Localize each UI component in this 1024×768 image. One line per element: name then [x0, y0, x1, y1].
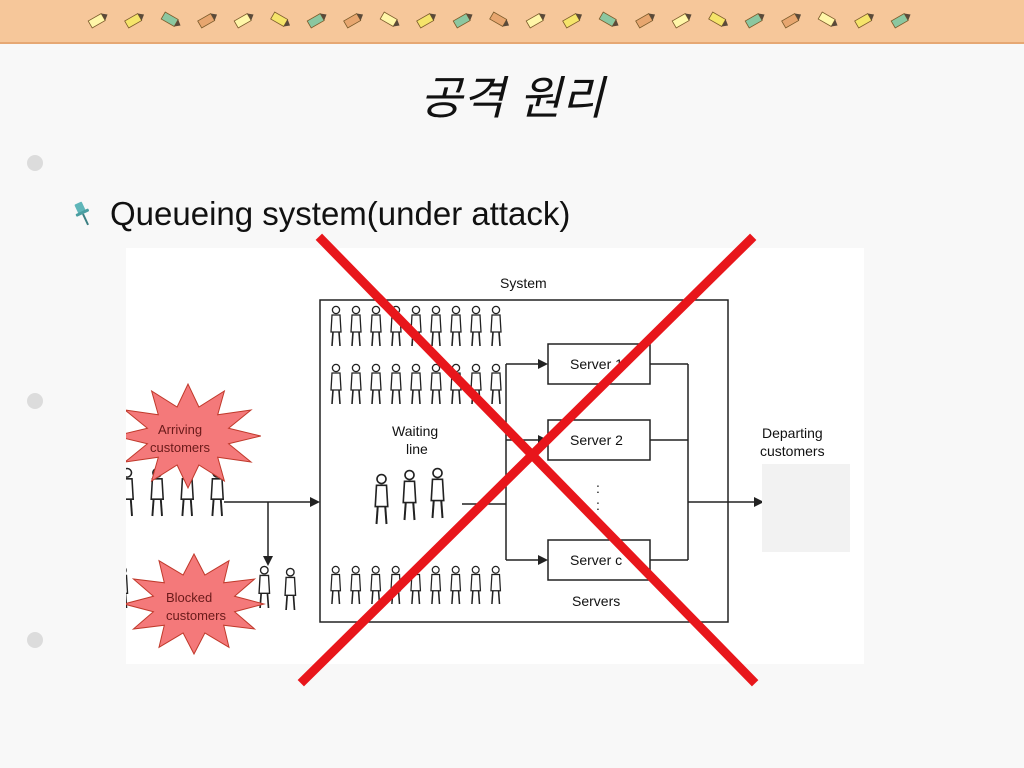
crayon-icon	[306, 12, 327, 29]
customer-figure	[490, 565, 502, 605]
customer-figure	[350, 565, 362, 605]
decorative-dot-3	[27, 632, 43, 648]
arriving-customers-burst	[126, 382, 261, 490]
server-1-label: Server 1	[570, 356, 623, 372]
server-2-label: Server 2	[570, 432, 623, 448]
crayon-icon	[343, 12, 364, 29]
customer-figure	[350, 363, 362, 405]
customer-figure	[390, 363, 402, 405]
customer-figure	[284, 567, 297, 611]
customer-figure	[126, 467, 135, 517]
blocked-label: Blocked	[166, 590, 212, 605]
crayon-icon	[452, 12, 473, 29]
crayon-icon	[781, 12, 802, 29]
customer-figure	[430, 467, 445, 519]
header-banner	[0, 0, 1024, 44]
customer-figure	[470, 565, 482, 605]
server-ellipsis-1: :	[596, 480, 600, 496]
bullet-text: Queueing system(under attack)	[110, 195, 571, 232]
customer-figure	[450, 565, 462, 605]
crayon-icon	[562, 12, 583, 29]
crayon-icon	[160, 11, 181, 28]
customer-figure	[470, 305, 482, 347]
customer-figure	[490, 363, 502, 405]
crayon-icon	[489, 11, 510, 28]
arriving-label: Arriving	[158, 422, 202, 437]
crayon-icon	[124, 12, 145, 29]
crayon-icon	[270, 11, 291, 28]
crayon-decoration	[87, 11, 911, 29]
waiting-label-line: line	[406, 441, 428, 457]
customer-figure	[330, 363, 342, 405]
decorative-dot-1	[27, 155, 43, 171]
customer-figure	[330, 565, 342, 605]
crayon-icon	[525, 12, 546, 29]
server-ellipsis-2: :	[596, 497, 600, 513]
customer-figure	[330, 305, 342, 347]
arriving-label-line: customers	[150, 440, 210, 455]
customer-figure	[430, 565, 442, 605]
customer-figure	[490, 305, 502, 347]
customer-figure	[350, 305, 362, 347]
slide-title: 공격 원리	[420, 71, 604, 125]
crayon-icon	[233, 12, 254, 29]
crayon-icon	[87, 12, 108, 29]
customer-figure	[258, 565, 271, 609]
system-box	[319, 299, 729, 623]
customer-figure	[450, 305, 462, 347]
departing-label-line: customers	[760, 443, 825, 459]
customer-figure	[402, 469, 417, 521]
blocked-label-line: customers	[166, 608, 226, 623]
waiting-label: Waiting	[392, 423, 438, 439]
crayon-icon	[671, 12, 692, 29]
blocked-customers-burst	[126, 552, 266, 656]
customer-figure	[374, 473, 389, 525]
customer-figure	[126, 567, 129, 609]
customer-figures	[126, 305, 502, 611]
bullet-item: Queueing system(under attack)	[72, 190, 570, 238]
system-label: System	[500, 275, 547, 291]
crayon-icon	[598, 11, 619, 28]
crayon-icon	[379, 11, 400, 28]
crayon-icon	[635, 12, 656, 29]
crayon-icon	[817, 11, 838, 28]
crayon-icon	[416, 12, 437, 29]
customer-figure	[430, 305, 442, 347]
crayon-icon	[744, 12, 765, 29]
arrow-heads	[263, 359, 764, 566]
servers-label: Servers	[572, 593, 620, 609]
customer-figure	[370, 565, 382, 605]
pushpin-icon	[74, 201, 90, 226]
crayon-icon	[854, 12, 875, 29]
decorative-dot-2	[27, 393, 43, 409]
customer-figure	[370, 305, 382, 347]
customer-figure	[410, 363, 422, 405]
customer-figure	[430, 363, 442, 405]
server-c-label: Server c	[570, 552, 622, 568]
crayon-icon	[708, 11, 729, 28]
crayon-icon	[890, 12, 911, 29]
customer-figure	[370, 363, 382, 405]
departing-area	[762, 464, 850, 552]
crayon-icon	[197, 12, 218, 29]
departing-label: Departing	[762, 425, 823, 441]
